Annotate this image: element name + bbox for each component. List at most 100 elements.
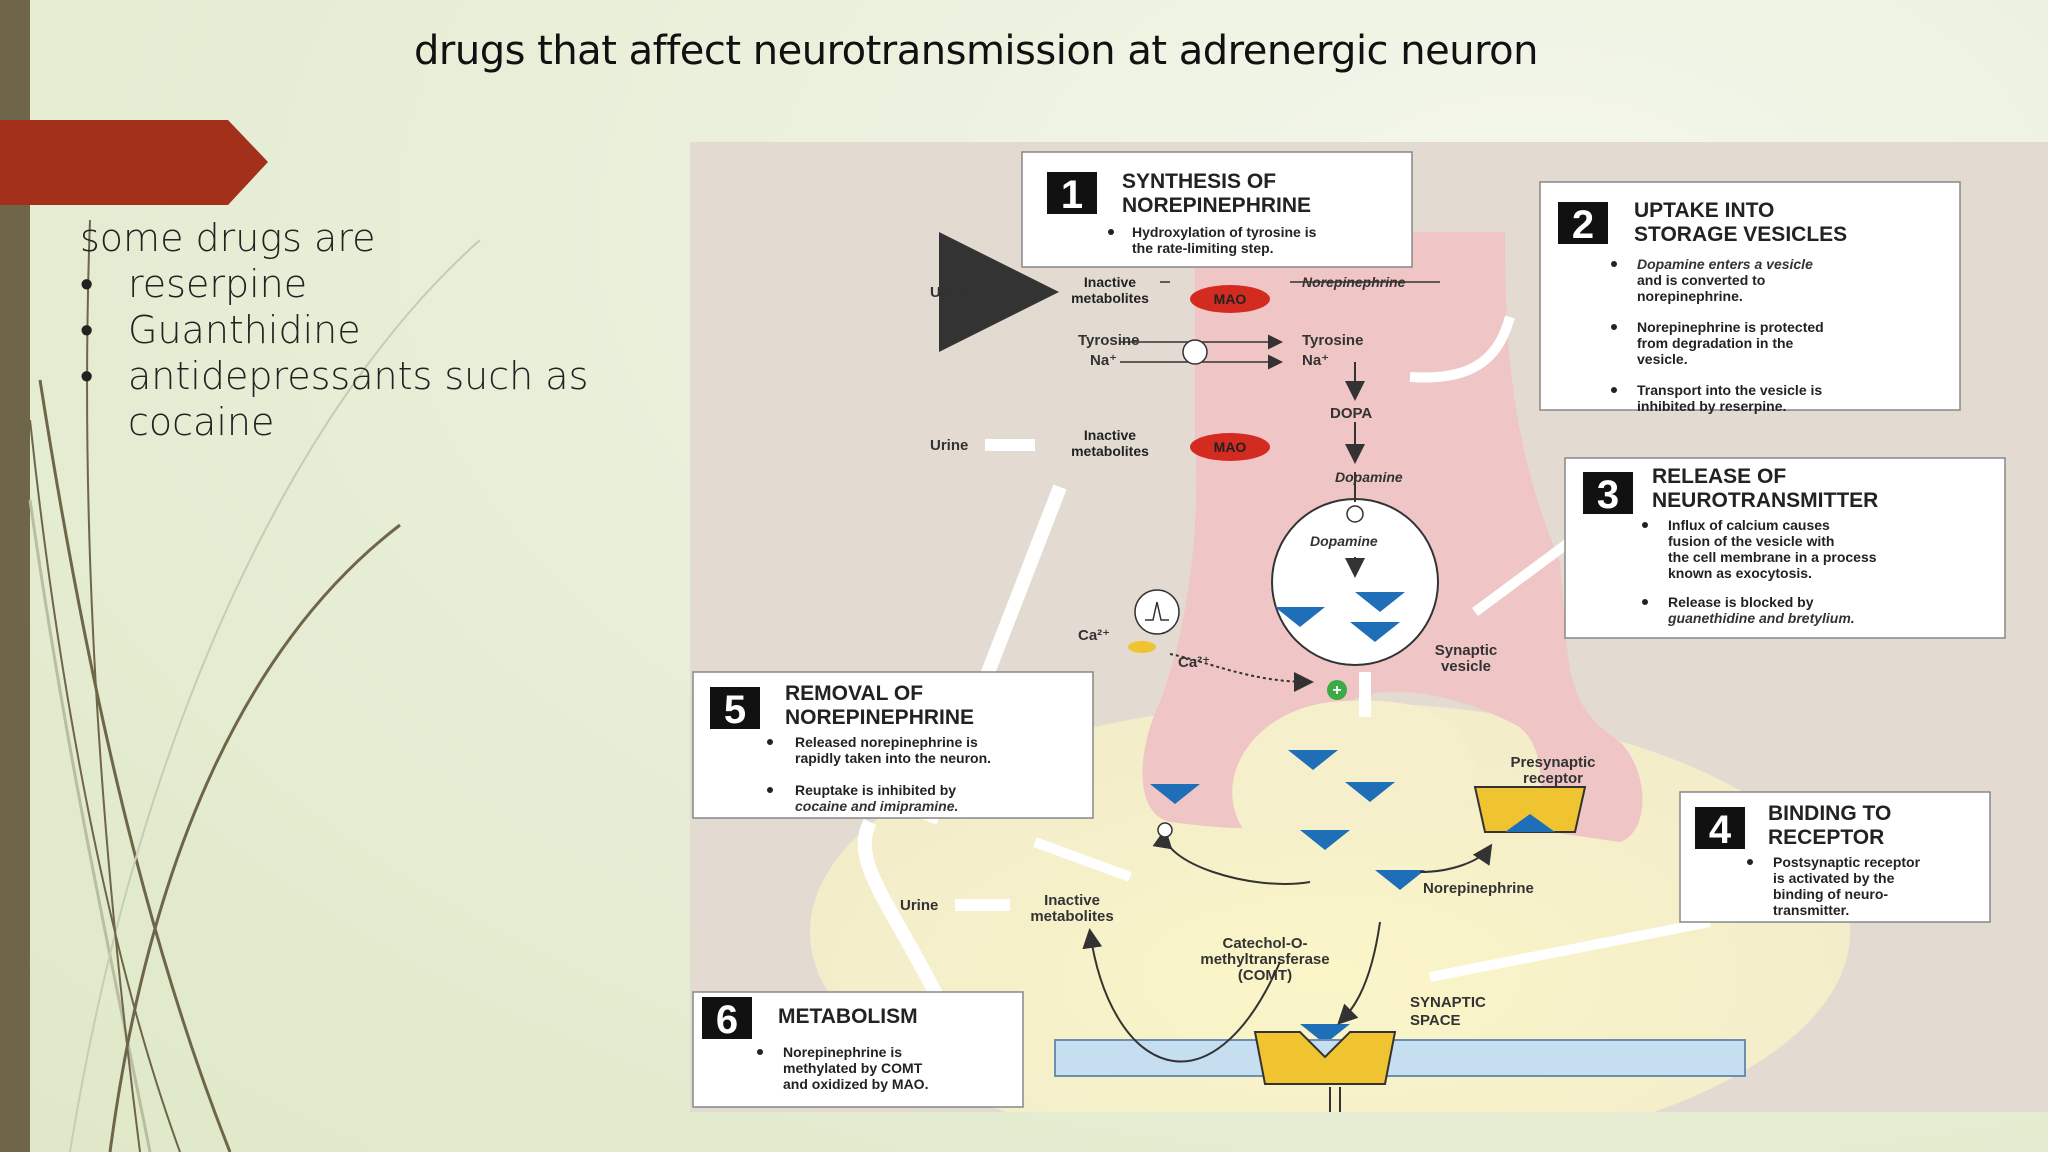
svg-text:and oxidized by MAO.: and oxidized by MAO.: [783, 1076, 928, 1092]
metabolites-label: metabolites: [1030, 908, 1113, 925]
svg-text:Transport into the vesicle is: Transport into the vesicle is: [1637, 382, 1822, 398]
step-box-release: 3 RELEASE OF NEUROTRANSMITTER Influx of …: [1564, 457, 2006, 639]
svg-text:RELEASE OF: RELEASE OF: [1652, 465, 1786, 488]
svg-text:Norepinephrine is protected: Norepinephrine is protected: [1637, 319, 1824, 335]
svg-text:Dopamine enters a vesicle: Dopamine enters a vesicle: [1637, 256, 1813, 272]
accent-arrow-shape: [0, 120, 268, 205]
transporter: [1182, 339, 1208, 365]
tyrosine-label: Tyrosine: [1078, 332, 1139, 349]
vesicle-label: vesicle: [1441, 658, 1491, 675]
svg-text:NOREPINEPHRINE: NOREPINEPHRINE: [785, 706, 974, 729]
svg-text:and is converted to: and is converted to: [1637, 272, 1765, 288]
removal-pointer: [1033, 837, 1132, 882]
reuptake-transporter: [1157, 822, 1173, 838]
urine-label: Urine: [930, 284, 968, 301]
svg-text:6: 6: [716, 998, 738, 1042]
postsynaptic-receptor: [1253, 1031, 1397, 1085]
svg-text:is activated by the: is activated by the: [1773, 870, 1895, 886]
svg-text:methylated by COMT: methylated by COMT: [783, 1060, 923, 1076]
svg-text:inhibited by reserpine.: inhibited by reserpine.: [1637, 398, 1786, 414]
receptor-label: receptor: [1523, 770, 1583, 787]
dopamine-label: Dopamine: [1310, 533, 1378, 549]
transporter: [1346, 505, 1364, 523]
bullet-list: some drugs are reserpine Guanthidine ant…: [80, 215, 600, 445]
synaptic-vesicle: [1271, 498, 1439, 666]
bullet-item: reserpine: [80, 261, 600, 307]
mao-label: MAO: [1214, 291, 1247, 307]
svg-text:4: 4: [1709, 808, 1732, 852]
bullet-intro: some drugs are: [80, 216, 376, 260]
svg-text:Norepinephrine is: Norepinephrine is: [783, 1044, 902, 1060]
dopa-label: DOPA: [1330, 405, 1372, 422]
svg-text:norepinephrine.: norepinephrine.: [1637, 288, 1743, 304]
step-box-removal: 5 REMOVAL OF NOREPINEPHRINE Released nor…: [692, 671, 1094, 819]
norepinephrine-label: Norepinephrine: [1423, 880, 1534, 897]
metabolism-arrow: [857, 818, 947, 1006]
nt-triangle: [1300, 830, 1350, 850]
calcium-channel: [1128, 641, 1156, 653]
nt-triangle: [1505, 814, 1555, 832]
ca-label: Ca²⁺: [1078, 627, 1110, 644]
receptor-channel: [1329, 1087, 1341, 1112]
svg-text:vesicle.: vesicle.: [1637, 351, 1688, 367]
urine-label: Urine: [900, 897, 938, 914]
nt-triangle: [1150, 784, 1200, 804]
svg-text:cocaine and imipramine.: cocaine and imipramine.: [795, 798, 958, 814]
svg-text:NOREPINEPHRINE: NOREPINEPHRINE: [1122, 194, 1311, 217]
svg-text:fusion of the vesicle with: fusion of the vesicle with: [1668, 533, 1834, 549]
comt-label: methyltransferase: [1200, 951, 1329, 968]
svg-text:binding of neuro-: binding of neuro-: [1773, 886, 1888, 902]
step-box-uptake: 2 UPTAKE INTO STORAGE VESICLES Dopamine …: [1539, 181, 1961, 414]
inactive-label: Inactive: [1044, 892, 1100, 909]
plus-sign: +: [1332, 682, 1341, 699]
adrenergic-neuron-diagram: MAO MAO + Urine Urine Urine Inactive met…: [690, 142, 2048, 1112]
synaptic-label: Synaptic: [1435, 642, 1498, 659]
uptake-pointer: [1409, 315, 1515, 383]
svg-text:1: 1: [1061, 173, 1083, 217]
svg-text:SYNTHESIS OF: SYNTHESIS OF: [1122, 170, 1276, 193]
svg-text:transmitter.: transmitter.: [1773, 902, 1849, 918]
plus-circle: [1327, 680, 1347, 700]
presynaptic-label: Presynaptic: [1510, 754, 1595, 771]
svg-text:Postsynaptic receptor: Postsynaptic receptor: [1773, 854, 1921, 870]
postsynaptic-membrane: [1054, 1039, 1746, 1077]
svg-text:from degradation in the: from degradation in the: [1637, 335, 1794, 351]
bullet-item: Guanthidine: [80, 307, 600, 353]
comt-label: (COMT): [1238, 967, 1292, 984]
nt-triangle: [1300, 1024, 1350, 1044]
step-box-metabolism: 6 METABOLISM Norepinephrine is methylate…: [692, 991, 1024, 1108]
svg-text:Reuptake is inhibited by: Reuptake is inhibited by: [795, 782, 956, 798]
calcium-influx: [1169, 653, 1314, 692]
metabolites-label: metabolites: [1071, 443, 1149, 459]
svg-text:METABOLISM: METABOLISM: [778, 1005, 918, 1028]
presynaptic-receptor: [1473, 786, 1587, 833]
na-label: Na⁺: [1090, 352, 1117, 369]
svg-text:guanethidine and bretylium.: guanethidine and bretylium.: [1667, 610, 1855, 626]
step-box-binding: 4 BINDING TO RECEPTOR Postsynaptic recep…: [1679, 791, 1991, 923]
svg-text:NEUROTRANSMITTER: NEUROTRANSMITTER: [1652, 489, 1878, 512]
nt-triangle: [1345, 782, 1395, 802]
svg-text:STORAGE VESICLES: STORAGE VESICLES: [1634, 223, 1847, 246]
svg-text:Influx of calcium causes: Influx of calcium causes: [1668, 517, 1830, 533]
svg-text:3: 3: [1597, 473, 1619, 517]
svg-text:rapidly taken into the neuron.: rapidly taken into the neuron.: [795, 750, 991, 766]
nt-triangle: [1275, 607, 1325, 627]
svg-text:Hydroxylation of tyrosine is: Hydroxylation of tyrosine is: [1132, 224, 1317, 240]
action-potential-icon: [1134, 589, 1180, 635]
slide-title: drugs that affect neurotransmission at a…: [414, 28, 1538, 74]
comt-curve: [1082, 928, 1281, 1063]
svg-text:known as exocytosis.: known as exocytosis.: [1668, 565, 1812, 581]
comt-label: Catechol-O-: [1222, 935, 1307, 952]
mao-mitochondrion: [1190, 433, 1270, 461]
bullet-item: antidepressants such as cocaine: [80, 353, 600, 445]
svg-text:UPTAKE INTO: UPTAKE INTO: [1634, 199, 1774, 222]
synaptic-space-label: SYNAPTIC: [1410, 994, 1486, 1011]
binding-curve: [1337, 921, 1381, 1025]
svg-text:Release is blocked by: Release is blocked by: [1668, 594, 1814, 610]
synaptic-space-label: SPACE: [1410, 1012, 1461, 1029]
inactive-label: Inactive: [1084, 427, 1136, 443]
binding-pointer: [1429, 917, 1711, 982]
svg-text:2: 2: [1572, 203, 1594, 247]
metabolites-label: metabolites: [1071, 290, 1149, 306]
urine-label: Urine: [930, 437, 968, 454]
